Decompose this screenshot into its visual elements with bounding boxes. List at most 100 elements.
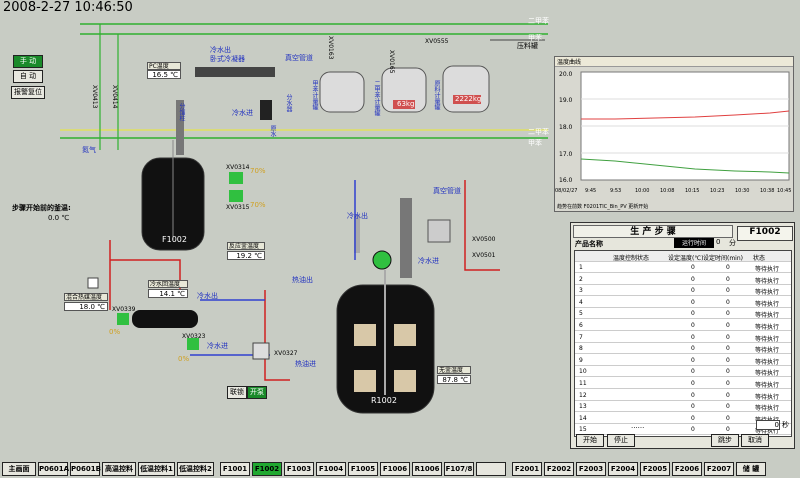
nav-button-blank[interactable] xyxy=(476,462,506,476)
valve-xv0314[interactable]: XV0314 xyxy=(226,164,250,171)
nav-button-p0601b[interactable]: P0601B xyxy=(70,462,101,476)
nav-button-f2004[interactable]: F2004 xyxy=(608,462,638,476)
jump-button[interactable]: 跳步 xyxy=(711,434,739,447)
nav-button-p0601a[interactable]: P0601A xyxy=(38,462,69,476)
pump-open-button[interactable]: 开泵 xyxy=(247,386,267,399)
row-state: 等待执行 xyxy=(755,382,780,389)
pipe-label-vacuum2: 真空管道 xyxy=(433,187,461,195)
row-time: 0 xyxy=(726,345,730,353)
row-state: 等待执行 xyxy=(755,428,780,436)
step-start-label: 步骤开始前的釜温: xyxy=(12,204,71,212)
alarm-reset-button[interactable]: 报警复位 xyxy=(11,86,45,99)
valve-xv0327[interactable]: XV0327 xyxy=(274,350,298,357)
nav-button--1[interactable]: 低温控料1 xyxy=(138,462,175,476)
start-button[interactable]: 开始 xyxy=(576,434,604,447)
nav-button-f2006[interactable]: F2006 xyxy=(672,462,702,476)
row-number: 8 xyxy=(579,345,583,353)
row-time: 0 xyxy=(726,403,730,411)
row-state: 等待执行 xyxy=(755,358,780,366)
row-state: 等待执行 xyxy=(755,393,780,401)
valve-xv0555[interactable]: XV0555 xyxy=(425,38,449,45)
kettle-temp-label: 无釜温度 xyxy=(437,366,471,374)
trend-xtick-7: 10:30 xyxy=(735,188,749,194)
row-number: 13 xyxy=(579,403,587,411)
trend-ytick-4: 16.0 xyxy=(559,177,573,184)
nav-button-f1005[interactable]: F1005 xyxy=(348,462,378,476)
panel-footer-unit: 秒 xyxy=(782,421,789,429)
trend-xtick-6: 10:23 xyxy=(710,188,724,194)
pct-xv0315: 70% xyxy=(250,201,266,209)
row-temp: 0 xyxy=(691,345,695,353)
pipe-label-vacuum1: 真空管道 xyxy=(285,54,313,62)
pc-temp-value: 16.5 ℃ xyxy=(147,70,181,79)
nav-button-f107-8[interactable]: F107/8 xyxy=(444,462,474,476)
valve-xv0323[interactable]: XV0323 xyxy=(182,333,206,340)
row-temp: 0 xyxy=(691,287,695,295)
valve-xv0501[interactable]: XV0501 xyxy=(472,252,496,259)
nav-button-f2005[interactable]: F2005 xyxy=(640,462,670,476)
row-number: 12 xyxy=(579,391,587,399)
valve-xv0163[interactable]: XV0163 xyxy=(327,36,334,60)
valve-xv0339[interactable]: XV0339 xyxy=(112,306,136,313)
pct-xv0314: 70% xyxy=(250,167,266,175)
nav-button--2[interactable]: 低温控料2 xyxy=(177,462,214,476)
nav-button-f1002[interactable]: F1002 xyxy=(252,462,282,476)
cool-temp-value: 14.1 ℃ xyxy=(148,289,188,298)
nav-button--[interactable]: 主画面 xyxy=(2,462,36,476)
row-time: 0 xyxy=(726,391,730,399)
runtime-label: 运行时间 xyxy=(674,238,714,248)
nav-button-f2007[interactable]: F2007 xyxy=(704,462,734,476)
trend-ytick-1: 19.0 xyxy=(559,97,573,104)
valve-xv0414[interactable]: XV0414 xyxy=(111,85,118,109)
row-time: 0 xyxy=(726,264,730,271)
pipe-label-jiaben: 甲苯 xyxy=(528,34,542,42)
table-row: 12 0 0 等待执行 xyxy=(575,390,791,401)
nav-button-f2001[interactable]: F2001 xyxy=(512,462,542,476)
reactor1-label: F1002 xyxy=(162,235,187,244)
row-temp: 0 xyxy=(691,414,695,422)
row-time: 0 xyxy=(726,356,730,364)
trend-title: 温度曲线 xyxy=(555,57,793,67)
nav-button-f2003[interactable]: F2003 xyxy=(576,462,606,476)
panel-title: 生 产 步 骤 xyxy=(573,225,733,238)
manual-button[interactable]: 手 动 xyxy=(13,55,43,68)
nav-button--[interactable]: 储 罐 xyxy=(736,462,766,476)
nav-button-f1003[interactable]: F1003 xyxy=(284,462,314,476)
trend-xtick-2: 9:53 xyxy=(610,188,621,194)
stop-button[interactable]: 停止 xyxy=(607,434,635,447)
nav-button-f1004[interactable]: F1004 xyxy=(316,462,346,476)
clear-button[interactable]: 取消 xyxy=(741,434,769,447)
pipe-label-jiaben2: 甲苯 xyxy=(528,139,542,147)
row-number: 5 xyxy=(579,310,583,318)
valve-xv0413[interactable]: XV0413 xyxy=(91,85,98,109)
production-steps-panel: 生 产 步 骤 F1002 产品名称 运行时间 0 分 温度控制状态 设定温度(… xyxy=(570,222,795,449)
condenser-out-label: 冷水出 xyxy=(210,46,231,54)
row-number: 7 xyxy=(579,333,583,341)
trend-window[interactable]: 温度曲线 20.0 19.0 18.0 17.0 16.0 08/02/27 9… xyxy=(554,56,794,212)
pipe-label-yaliaoguan: 压料罐 xyxy=(517,42,538,50)
nav-button-r1006[interactable]: R1006 xyxy=(412,462,442,476)
valve-xv0165[interactable]: XV0165 xyxy=(388,50,395,74)
pipe-label-reyoujin: 热油进 xyxy=(295,360,316,368)
col-temp-header: 设定温度(℃) xyxy=(668,255,704,262)
row-state: 等待执行 xyxy=(755,266,780,273)
row-temp: 0 xyxy=(691,391,695,399)
row-number: 6 xyxy=(579,322,583,329)
auto-button[interactable]: 自 动 xyxy=(13,70,43,83)
trend-plot: 20.0 19.0 18.0 17.0 16.0 08/02/27 9:45 9… xyxy=(555,71,791,194)
valve-xv0315[interactable]: XV0315 xyxy=(226,204,250,211)
nav-button--[interactable]: 高温控料 xyxy=(102,462,136,476)
nav-button-f1006[interactable]: F1006 xyxy=(380,462,410,476)
valve-xv0500[interactable]: XV0500 xyxy=(472,236,496,243)
separator-label: 分水器 xyxy=(285,94,292,112)
lock-button[interactable]: 联锁 xyxy=(227,386,247,399)
nav-button-f1001[interactable]: F1001 xyxy=(220,462,250,476)
trend-footer3[interactable]: 更新开始 xyxy=(628,204,649,210)
nav-button-f2002[interactable]: F2002 xyxy=(544,462,574,476)
runtime-value: 0 xyxy=(716,238,721,246)
row-state: 等待执行 xyxy=(755,335,780,343)
